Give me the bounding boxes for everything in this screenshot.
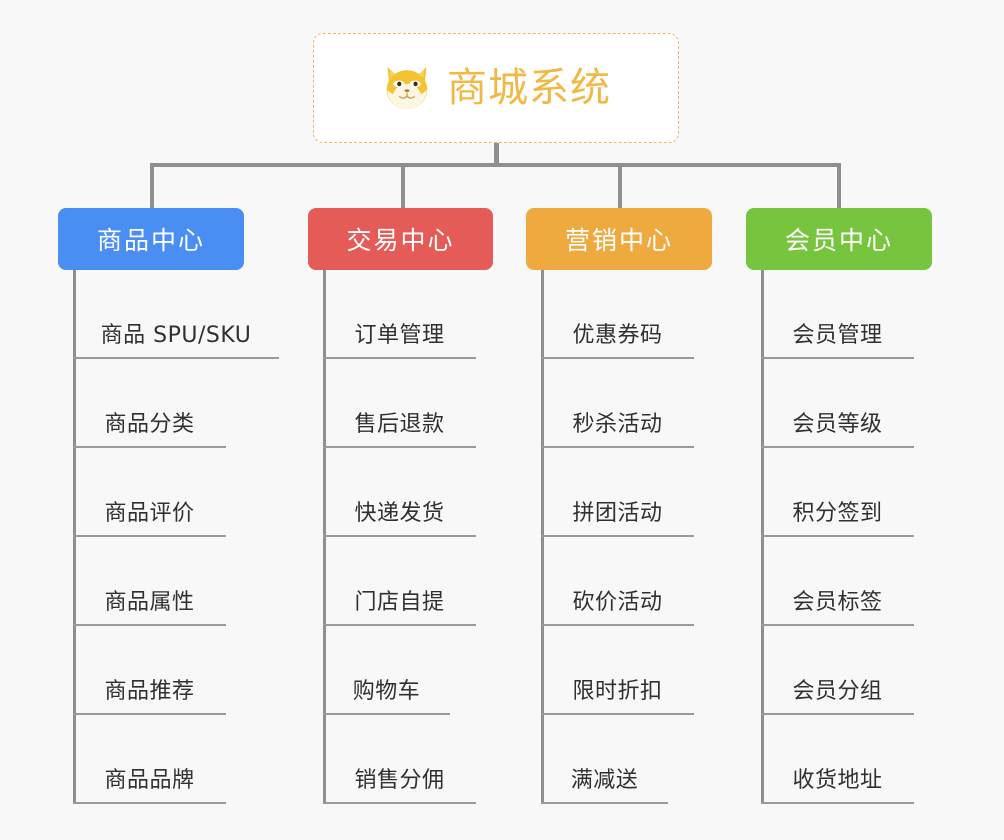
connector-drop-1 [150, 163, 154, 210]
list-item-label: 商品属性 [104, 589, 195, 615]
list-item-label: 订单管理 [354, 322, 445, 348]
branch-spine-3 [541, 270, 544, 804]
list-item[interactable]: 会员管理 [761, 270, 914, 359]
branch-item-list-3: 优惠券码秒杀活动拼团活动砍价活动限时折扣满减送 [541, 270, 712, 804]
connector-drop-3 [618, 163, 622, 210]
list-item[interactable]: 会员标签 [761, 537, 914, 626]
list-item[interactable]: 销售分佣 [323, 715, 476, 804]
category-box-1[interactable]: 商品中心 [58, 208, 244, 270]
list-item-label: 拼团活动 [572, 500, 663, 526]
list-item-label: 优惠券码 [572, 322, 663, 348]
category-box-2[interactable]: 交易中心 [308, 208, 493, 270]
list-item[interactable]: 购物车 [323, 626, 450, 715]
list-item-label: 商品 SPU/SKU [100, 322, 252, 348]
list-item-label: 会员管理 [792, 322, 883, 348]
list-item[interactable]: 商品属性 [73, 537, 226, 626]
list-item[interactable]: 门店自提 [323, 537, 476, 626]
branch-item-list-4: 会员管理会员等级积分签到会员标签会员分组收货地址 [761, 270, 932, 804]
shiba-dog-face-icon [386, 66, 428, 110]
list-item-label: 砍价活动 [572, 589, 663, 615]
list-item-label: 商品评价 [104, 500, 195, 526]
category-label: 商品中心 [96, 226, 205, 255]
list-item-label: 商品品牌 [104, 767, 195, 793]
list-item-label: 销售分佣 [354, 767, 445, 793]
list-item[interactable]: 限时折扣 [541, 626, 694, 715]
connector-drop-2 [401, 163, 405, 210]
connector-drop-4 [837, 163, 841, 210]
list-item-label: 快递发货 [354, 500, 445, 526]
branch-item-list-1: 商品 SPU/SKU 商品分类商品评价商品属性商品推荐商品品牌 [73, 270, 279, 804]
list-item[interactable]: 砍价活动 [541, 537, 694, 626]
list-item[interactable]: 满减送 [541, 715, 668, 804]
list-item[interactable]: 商品 SPU/SKU [73, 270, 279, 359]
list-item[interactable]: 秒杀活动 [541, 359, 694, 448]
list-item-label: 会员分组 [792, 678, 883, 704]
list-item[interactable]: 商品评价 [73, 448, 226, 537]
root-node[interactable]: 商城系统 [313, 33, 679, 143]
list-item[interactable]: 会员分组 [761, 626, 914, 715]
branch-column-4: 会员中心会员管理会员等级积分签到会员标签会员分组收货地址 [746, 208, 932, 804]
branch-spine-2 [323, 270, 326, 804]
list-item-label: 秒杀活动 [572, 411, 663, 437]
list-item-label: 商品推荐 [104, 678, 195, 704]
list-item[interactable]: 商品推荐 [73, 626, 226, 715]
list-item-label: 商品分类 [104, 411, 195, 437]
branch-spine-4 [761, 270, 764, 804]
list-item-label: 购物车 [352, 678, 421, 704]
list-item-label: 限时折扣 [572, 678, 663, 704]
list-item[interactable]: 售后退款 [323, 359, 476, 448]
branch-column-2: 交易中心订单管理售后退款快递发货门店自提购物车销售分佣 [308, 208, 493, 804]
list-item[interactable]: 订单管理 [323, 270, 476, 359]
list-item-label: 积分签到 [792, 500, 883, 526]
list-item-label: 满减送 [570, 767, 639, 793]
branch-item-list-2: 订单管理售后退款快递发货门店自提购物车销售分佣 [323, 270, 493, 804]
connector-root-stem [494, 143, 499, 167]
list-item-label: 会员等级 [792, 411, 883, 437]
list-item[interactable]: 会员等级 [761, 359, 914, 448]
category-label: 营销中心 [564, 226, 673, 255]
category-label: 会员中心 [784, 226, 893, 255]
list-item[interactable]: 商品分类 [73, 359, 226, 448]
root-title: 商城系统 [447, 65, 611, 111]
category-label: 交易中心 [346, 226, 455, 255]
list-item[interactable]: 快递发货 [323, 448, 476, 537]
category-box-4[interactable]: 会员中心 [746, 208, 932, 270]
branch-spine-1 [73, 270, 76, 804]
list-item[interactable]: 优惠券码 [541, 270, 694, 359]
list-item[interactable]: 积分签到 [761, 448, 914, 537]
category-box-3[interactable]: 营销中心 [526, 208, 712, 270]
list-item-label: 收货地址 [792, 767, 883, 793]
branch-column-3: 营销中心优惠券码秒杀活动拼团活动砍价活动限时折扣满减送 [526, 208, 712, 804]
list-item[interactable]: 拼团活动 [541, 448, 694, 537]
branch-column-1: 商品中心商品 SPU/SKU 商品分类商品评价商品属性商品推荐商品品牌 [58, 208, 279, 804]
connector-horizontal-bus [150, 163, 840, 167]
list-item[interactable]: 收货地址 [761, 715, 914, 804]
list-item[interactable]: 商品品牌 [73, 715, 226, 804]
list-item-label: 门店自提 [354, 589, 445, 615]
list-item-label: 售后退款 [354, 411, 445, 437]
list-item-label: 会员标签 [792, 589, 883, 615]
